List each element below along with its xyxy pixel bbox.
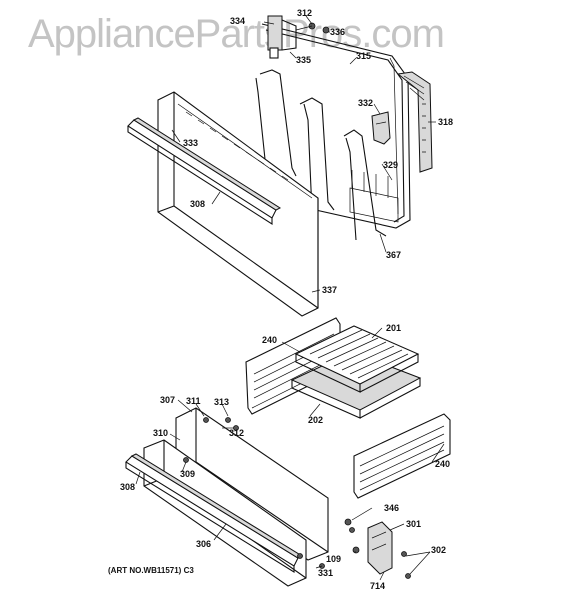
drawer-bracket-301	[344, 518, 411, 579]
callout-334: 334	[230, 16, 246, 26]
callout-310: 310	[153, 428, 169, 438]
watermark-text: AppliancePartsPros.com	[28, 12, 445, 56]
callout-329: 329	[383, 160, 399, 170]
callout-337: 337	[322, 285, 338, 295]
callout-302: 302	[431, 545, 447, 555]
callout-312-lower: 312	[229, 428, 245, 438]
callout-307: 307	[160, 395, 176, 405]
callout-306: 306	[196, 539, 212, 549]
callout-202: 202	[308, 415, 324, 425]
callout-201: 201	[386, 323, 402, 333]
callout-332: 332	[358, 98, 374, 108]
callout-109: 109	[326, 554, 342, 564]
callout-311: 311	[186, 396, 201, 406]
callout-335: 335	[296, 55, 312, 65]
broiler-grid-201	[294, 325, 420, 393]
callout-346: 346	[384, 503, 400, 513]
callout-315: 315	[356, 51, 372, 61]
callout-333: 333	[183, 138, 199, 148]
broiler-side-240-right	[353, 413, 451, 499]
hinge-bracket-334	[267, 15, 330, 59]
hinge-332	[371, 111, 391, 145]
art-number-note: (ART NO.WB11571) C3	[108, 566, 194, 575]
callout-714: 714	[370, 581, 386, 591]
callout-309: 309	[180, 469, 196, 479]
callout-313: 313	[214, 397, 230, 407]
callout-318: 318	[438, 117, 454, 127]
callout-308-lower: 308	[120, 482, 136, 492]
callout-331: 331	[318, 568, 334, 578]
hinge-spring-318	[396, 71, 433, 173]
callout-367: 367	[386, 250, 402, 260]
door-panel-337	[157, 91, 319, 317]
leader-lines	[135, 15, 445, 581]
callout-312-upper: 312	[297, 8, 313, 18]
door-handle-308-upper	[127, 117, 282, 226]
callout-240-right: 240	[435, 459, 451, 469]
oven-rack-wires-367	[255, 69, 387, 241]
door-gasket-315	[261, 23, 411, 229]
callout-240-left: 240	[262, 335, 278, 345]
callout-336: 336	[330, 27, 346, 37]
callout-308-upper: 308	[190, 199, 206, 209]
callout-301: 301	[406, 519, 422, 529]
